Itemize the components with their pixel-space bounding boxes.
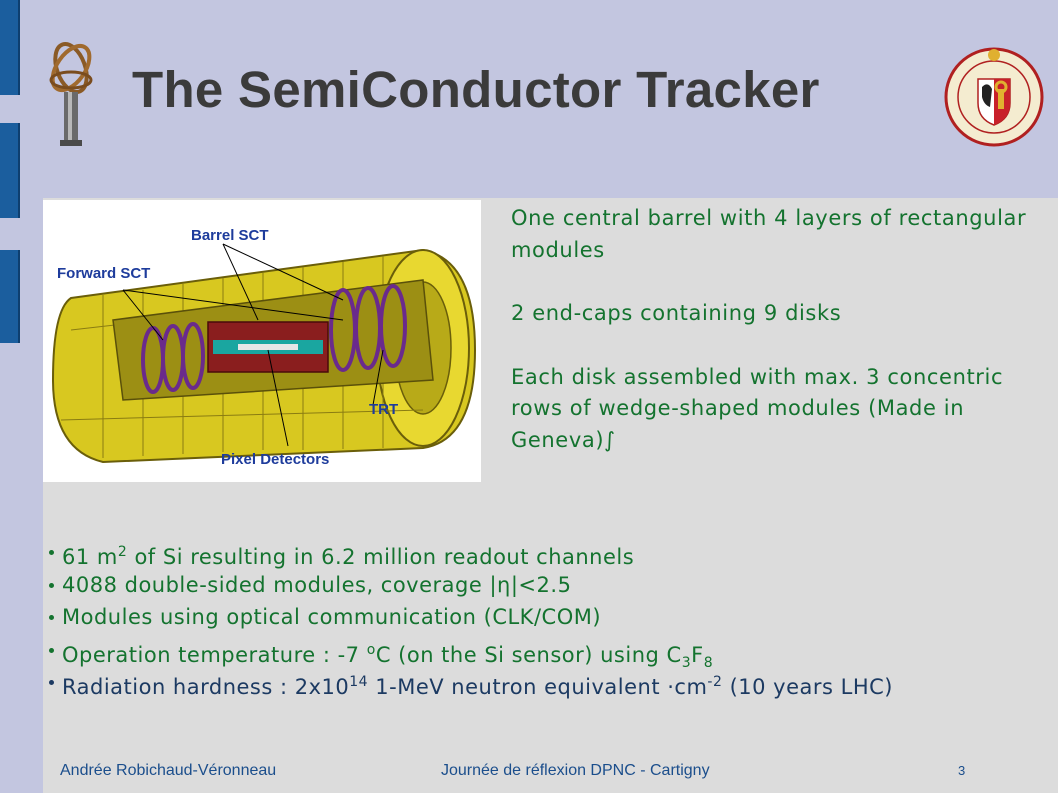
label-forward-sct: Forward SCT: [57, 265, 150, 282]
sidebar-bar-3: [0, 250, 20, 343]
page-title: The SemiConductor Tracker: [132, 61, 820, 118]
integral-mark: ∫: [604, 427, 616, 452]
description-barrel: One central barrel with 4 layers of rect…: [511, 206, 1027, 262]
label-barrel-sct: Barrel SCT: [191, 227, 269, 244]
bullet-list: 61 m2 of Si resulting in 6.2 million rea…: [49, 536, 1058, 699]
footer-author: Andrée Robichaud-Véronneau: [60, 762, 277, 779]
description-disks: Each disk assembled with max. 3 concentr…: [511, 364, 1004, 452]
description-block: One central barrel with 4 layers of rect…: [511, 203, 1051, 456]
label-pixel-detectors: Pixel Detectors: [221, 451, 329, 468]
bullet-item-area: 61 m2 of Si resulting in 6.2 million rea…: [49, 536, 1058, 569]
sidebar-bar-2: [0, 123, 20, 218]
bullet-item-temperature: Operation temperature : -7 oC (on the Si…: [49, 634, 1058, 671]
atlas-logo-icon: [49, 42, 93, 146]
footer-event: Journée de réflexion DPNC - Cartigny: [441, 762, 710, 779]
label-trt: TRT: [369, 401, 398, 418]
page-number: 3: [958, 763, 966, 778]
bullet-item-modules: 4088 double-sided modules, coverage |η|<…: [49, 569, 1058, 602]
sidebar-bar-1: [0, 0, 20, 95]
bullet-item-radiation: Radiation hardness : 2x1014 1-MeV neutro…: [49, 666, 1058, 699]
detector-figure: Barrel SCT Forward SCT TRT Pixel Detecto…: [43, 200, 481, 482]
bullet-item-optical: Modules using optical communication (CLK…: [49, 601, 1058, 634]
geneva-seal-icon: [944, 47, 1044, 147]
description-endcaps: 2 end-caps containing 9 disks: [511, 301, 842, 325]
detector-diagram: Barrel SCT Forward SCT TRT Pixel Detecto…: [51, 227, 477, 468]
